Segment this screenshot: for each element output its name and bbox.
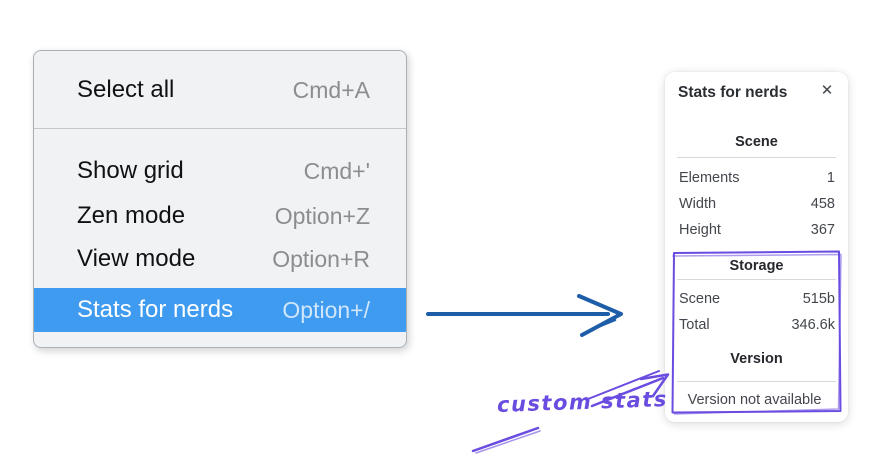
purple-arrow (471, 370, 670, 454)
menu-item-label: Show grid (77, 157, 184, 184)
version-note: Version not available (687, 392, 822, 408)
menu-item-shortcut: Option+R (272, 245, 370, 272)
stat-label: Total (679, 317, 710, 333)
stat-label: Width (679, 196, 717, 212)
menu-item-shortcut: Cmd+A (292, 76, 370, 103)
context-menu: Select all Cmd+A Show grid Cmd+' Zen mod… (33, 50, 407, 348)
menu-item-show-grid[interactable]: Show grid Cmd+' (34, 149, 406, 193)
stat-label: Height (679, 222, 721, 238)
menu-item-zen-mode[interactable]: Zen mode Option+Z (34, 194, 406, 238)
menu-item-label: Zen mode (77, 202, 186, 229)
section-divider (677, 157, 836, 158)
menu-item-label: Select all (77, 76, 175, 103)
stat-label: Elements (679, 170, 740, 186)
section-header-version: Version (730, 351, 783, 367)
menu-item-shortcut: Option+/ (282, 296, 370, 323)
section-divider (677, 279, 836, 280)
stat-row-width: Width 458 (679, 194, 835, 214)
menu-item-label: View mode (77, 245, 196, 272)
menu-divider (34, 128, 406, 129)
stat-value: 367 (810, 222, 835, 238)
menu-item-stats-for-nerds[interactable]: Stats for nerds Option+/ (34, 288, 406, 332)
annotation-custom-stats: custom stats (496, 387, 669, 417)
section-header-storage: Storage (729, 258, 784, 274)
stats-panel: Stats for nerds ✕ Scene Elements 1 Width… (665, 72, 848, 422)
section-header-scene: Scene (735, 134, 778, 150)
menu-item-shortcut: Option+Z (274, 202, 370, 229)
close-icon[interactable]: ✕ (820, 82, 834, 99)
stats-panel-title: Stats for nerds (678, 84, 788, 101)
stat-value: 346.6k (791, 317, 835, 333)
section-divider (677, 381, 836, 382)
stat-row-storage-total: Total 346.6k (679, 315, 835, 335)
menu-item-select-all[interactable]: Select all Cmd+A (34, 68, 406, 112)
stat-value: 515b (802, 291, 835, 307)
stat-value: 458 (810, 196, 835, 212)
stat-value: 1 (826, 170, 835, 186)
menu-item-label: Stats for nerds (77, 296, 234, 323)
blue-arrow (426, 294, 623, 337)
stat-row-storage-scene: Scene 515b (679, 289, 835, 309)
stat-row-elements: Elements 1 (679, 168, 835, 188)
stat-label: Scene (679, 291, 721, 307)
menu-item-view-mode[interactable]: View mode Option+R (34, 237, 406, 281)
stat-row-height: Height 367 (679, 220, 835, 240)
menu-item-shortcut: Cmd+' (303, 157, 370, 184)
